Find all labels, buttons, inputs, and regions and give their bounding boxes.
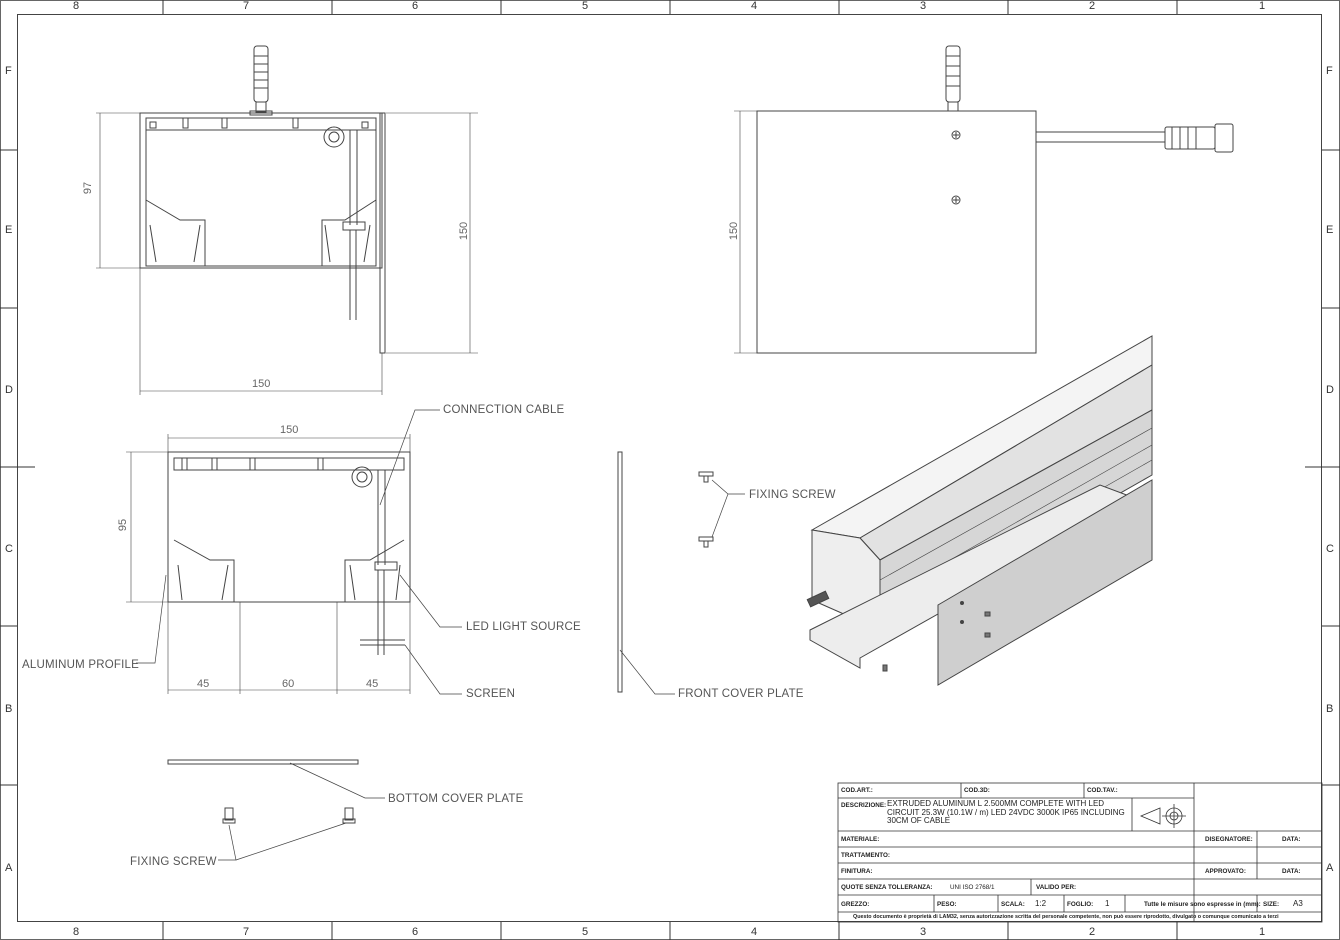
zone-top-2: 2	[1089, 0, 1096, 12]
tb-peso: PESO:	[937, 901, 957, 908]
zone-left-c: C	[5, 543, 13, 555]
zone-bottom-6: 6	[412, 926, 419, 938]
zone-top-1: 1	[1259, 0, 1266, 12]
label-bottom-cover-plate: BOTTOM COVER PLATE	[388, 793, 524, 805]
zone-right-c: C	[1326, 543, 1334, 555]
tb-approvato: APPROVATO:	[1205, 868, 1246, 875]
label-led-light-source: LED LIGHT SOURCE	[466, 621, 581, 633]
zone-bottom-2: 2	[1089, 926, 1096, 938]
tb-trattamento: TRATTAMENTO:	[841, 852, 890, 859]
tb-quote-label: QUOTE SENZA TOLLERANZA:	[841, 884, 933, 891]
tb-disegnatore: DISEGNATORE:	[1205, 836, 1253, 843]
label-front-cover-plate: FRONT COVER PLATE	[678, 688, 804, 700]
tb-scala-value: 1:2	[1035, 899, 1047, 908]
zone-top-3: 3	[920, 0, 927, 12]
zone-right-e: E	[1326, 224, 1334, 236]
tb-materiale: MATERIALE:	[841, 836, 880, 843]
dim-front-150-width: 150	[252, 378, 271, 390]
bottom-cover-plate	[167, 759, 385, 861]
zone-top-4: 4	[751, 0, 758, 12]
label-screen: SCREEN	[466, 688, 516, 700]
front-view	[96, 45, 478, 395]
zone-left-e: E	[5, 224, 13, 236]
label-aluminum-profile: ALUMINUM PROFILE	[22, 659, 139, 671]
tb-foglio-label: FOGLIO:	[1067, 901, 1094, 908]
tb-quote-value: UNI ISO 2768/1	[950, 884, 995, 891]
zone-bottom-7: 7	[243, 926, 250, 938]
zone-bottom-4: 4	[751, 926, 758, 938]
tb-data-2: DATA:	[1282, 868, 1301, 875]
tb-scala-label: SCALA:	[1001, 901, 1025, 908]
tb-size-label: SIZE:	[1263, 901, 1280, 908]
dim-section-45-left: 45	[197, 678, 210, 690]
dim-front-97: 97	[82, 181, 95, 195]
tb-data-1: DATA:	[1282, 836, 1301, 843]
tb-cod-3d: COD.3D:	[964, 787, 990, 794]
tb-cod-tav: COD.TAV.:	[1087, 787, 1118, 794]
isometric-view	[806, 335, 1153, 686]
zone-right-b: B	[1326, 703, 1334, 715]
dim-section-95: 95	[117, 518, 130, 532]
zone-right-d: D	[1326, 384, 1334, 396]
zone-left-b: B	[5, 703, 13, 715]
zone-left-f: F	[5, 65, 12, 77]
fixing-screws-top	[698, 471, 745, 548]
title-block	[837, 782, 1323, 923]
dim-section-60: 60	[282, 678, 295, 690]
zone-top-8: 8	[73, 0, 80, 12]
zone-left-d: D	[5, 384, 13, 396]
tb-foglio-value: 1	[1105, 899, 1110, 908]
zone-left-a: A	[5, 862, 13, 874]
tb-grezzo: GREZZO:	[841, 901, 870, 908]
tb-cod-art: COD.ART.:	[841, 787, 873, 794]
tb-footer: Questo documento è proprietà di LAM32, s…	[853, 914, 1279, 920]
zone-bottom-8: 8	[73, 926, 80, 938]
front-cover-plate	[617, 451, 675, 695]
label-fixing-screw-top: FIXING SCREW	[749, 489, 836, 501]
tb-size-value: A3	[1293, 899, 1303, 908]
zone-top-5: 5	[582, 0, 589, 12]
zone-top-7: 7	[243, 0, 250, 12]
tb-valido-per: VALIDO PER:	[1036, 884, 1077, 891]
zone-right-a: A	[1326, 862, 1334, 874]
zone-bottom-1: 1	[1259, 926, 1266, 938]
zone-right-f: F	[1326, 65, 1333, 77]
dim-front-150-height: 150	[458, 221, 471, 241]
dim-section-45-right: 45	[366, 678, 379, 690]
label-connection-cable: CONNECTION CABLE	[443, 404, 565, 416]
dim-section-150: 150	[280, 424, 299, 436]
tb-finitura: FINITURA:	[841, 868, 873, 875]
label-fixing-screw-bottom: FIXING SCREW	[130, 856, 217, 868]
tb-misure: Tutte le misure sono espresse in (mm):	[1144, 901, 1261, 908]
side-view	[734, 45, 1234, 354]
zone-top-6: 6	[412, 0, 419, 12]
zone-bottom-3: 3	[920, 926, 927, 938]
dim-side-150: 150	[728, 221, 741, 241]
tb-descrizione-label: DESCRIZIONE:	[841, 802, 887, 809]
section-view	[126, 409, 462, 695]
zone-bottom-5: 5	[582, 926, 589, 938]
tb-descrizione: EXTRUDED ALUMINUM L 2.500MM COMPLETE WIT…	[887, 799, 1125, 825]
